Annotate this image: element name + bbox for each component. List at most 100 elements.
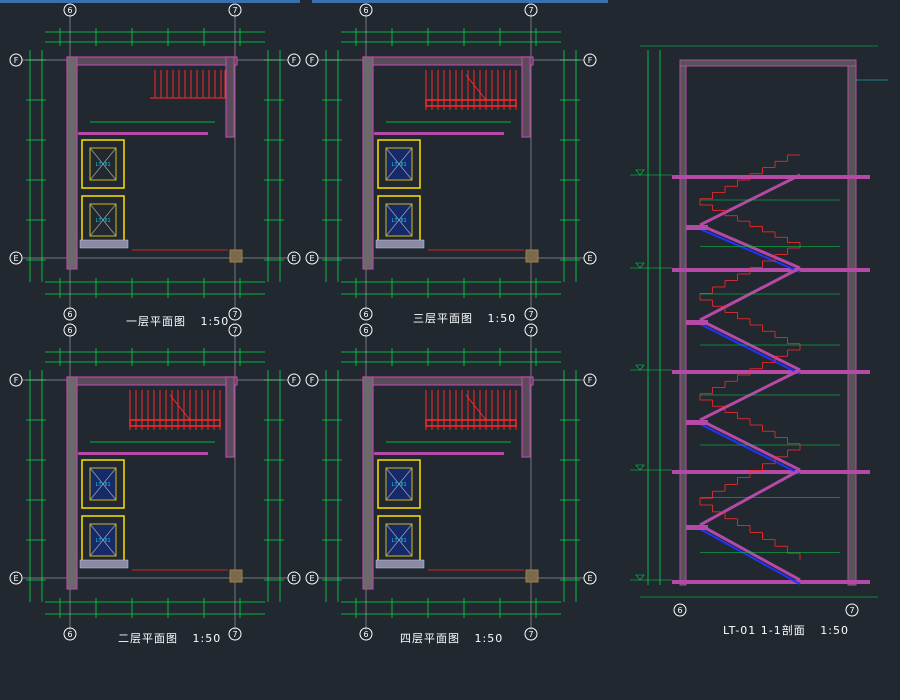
plan-2f-wall-right bbox=[225, 376, 235, 458]
plan-1f-bubble-bot-6-circle bbox=[63, 307, 77, 321]
plan-2f-bubble-top-6-circle bbox=[63, 323, 77, 337]
section-level-mark-3 bbox=[635, 464, 645, 471]
plan-2f-stair-arrow bbox=[169, 394, 191, 421]
plan-1f-bubble-right-e-circle bbox=[287, 251, 301, 265]
plan-3f-bubble-left-e: E bbox=[305, 251, 319, 265]
plan-3f-bubble-right-e-label: E bbox=[587, 254, 592, 263]
plan-1f-bubble-left-f-circle bbox=[9, 53, 23, 67]
plan-4f-stair-arrow bbox=[465, 394, 487, 421]
plan-2f-bubble-bot-6: 6 bbox=[63, 627, 77, 641]
plan-3f-bubble-bot-7-label: 7 bbox=[528, 310, 533, 319]
plan-1f-bubble-bot-6-label: 6 bbox=[67, 310, 72, 319]
plan-4f-bubble-left-e-circle bbox=[305, 571, 319, 585]
plan-1f-wall-top bbox=[66, 56, 238, 66]
plan-title-1f-name: 一层平面图 bbox=[126, 315, 186, 328]
section-flight-shade-7 bbox=[699, 528, 801, 585]
plan-3f-bubble-left-f: F bbox=[305, 53, 319, 67]
plan-4f-bubble-right-f-circle bbox=[583, 373, 597, 387]
section-floor-1 bbox=[672, 268, 870, 272]
plan-4f-bubble-top-7-circle bbox=[524, 323, 538, 337]
plan-3f-bubble-left-f-label: F bbox=[310, 56, 315, 65]
section-bubble-6: 6 bbox=[673, 603, 687, 617]
section-bubble-7-circle bbox=[845, 603, 859, 617]
section-wall-left bbox=[679, 59, 687, 586]
plan-1f-bubble-top-7-circle bbox=[228, 3, 242, 17]
plan-title-4f: 四层平面图 1:50 bbox=[400, 630, 503, 646]
plan-title-1f: 一层平面图 1:50 bbox=[126, 313, 229, 329]
plan-title-2f: 二层平面图 1:50 bbox=[118, 630, 221, 646]
plan-4f-bubble-left-f-circle bbox=[305, 373, 319, 387]
section-landing-2 bbox=[686, 420, 708, 425]
plan-3f-bubble-right-e: E bbox=[583, 251, 597, 265]
plan-3f-wall-left bbox=[362, 56, 374, 270]
plan-1f-bubble-top-7: 7 bbox=[228, 3, 242, 17]
plan-title-2f-scale: 1:50 bbox=[192, 632, 222, 645]
plan-4f-column-corner bbox=[525, 569, 539, 583]
plan-2f-column-corner bbox=[229, 569, 243, 583]
plan-3f-column-corner bbox=[525, 249, 539, 263]
plan-2f-bubble-right-e-label: E bbox=[291, 574, 296, 583]
plan-3f-bubble-top-7-label: 7 bbox=[528, 6, 533, 15]
plan-4f-bubble-left-f-label: F bbox=[310, 376, 315, 385]
plan-2f-bubble-left-f: F bbox=[9, 373, 23, 387]
section-level-mark-4 bbox=[635, 574, 645, 581]
plan-4f-bubble-bot-6: 6 bbox=[359, 627, 373, 641]
plan-3f-stair-rail bbox=[425, 99, 517, 107]
plan-3f-bubble-left-f-circle bbox=[305, 53, 319, 67]
plan-2f-bubble-left-e-label: E bbox=[13, 574, 18, 583]
plan-1f-bubble-right-f: F bbox=[287, 53, 301, 67]
plan-1f-bubble-bot-7-circle bbox=[228, 307, 242, 321]
plan-title-4f-scale: 1:50 bbox=[474, 632, 504, 645]
plan-2f-bubble-top-7: 7 bbox=[228, 323, 242, 337]
plan-title-3f-name: 三层平面图 bbox=[413, 312, 473, 325]
plan-4f-elevator-pit bbox=[375, 559, 425, 569]
section-landing-3 bbox=[686, 525, 708, 530]
section-bubble-7-label: 7 bbox=[849, 606, 854, 615]
plan-4f-bubble-bot-7-label: 7 bbox=[528, 630, 533, 639]
plan-1f-bubble-left-f-label: F bbox=[14, 56, 19, 65]
plan-1f-column-corner bbox=[229, 249, 243, 263]
plan-1f-bubble-left-e-circle bbox=[9, 251, 23, 265]
plan-3f-bubble-top-7-circle bbox=[524, 3, 538, 17]
plan-3f-bubble-top-6: 6 bbox=[359, 3, 373, 17]
section-bubble-6-label: 6 bbox=[677, 606, 682, 615]
plan-4f-elevator-0 bbox=[377, 459, 421, 509]
section-landing-1 bbox=[686, 320, 708, 325]
plan-3f-bubble-left-e-label: E bbox=[309, 254, 314, 263]
plan-3f-elevator-0 bbox=[377, 139, 421, 189]
plan-1f-bubble-left-e-label: E bbox=[13, 254, 18, 263]
plan-3f-bubble-bot-7-circle bbox=[524, 307, 538, 321]
plan-1f-bubble-right-f-label: F bbox=[292, 56, 297, 65]
plan-4f-bubble-left-e-label: E bbox=[309, 574, 314, 583]
plan-1f-elevator-tag-0: LT-01 bbox=[95, 162, 110, 168]
plan-3f-bubble-right-f-circle bbox=[583, 53, 597, 67]
plan-3f-bubble-bot-6: 6 bbox=[359, 307, 373, 321]
plan-2f-bubble-right-f-label: F bbox=[292, 376, 297, 385]
plan-1f-bubble-top-6-label: 6 bbox=[67, 6, 72, 15]
plan-4f-bubble-right-e: E bbox=[583, 571, 597, 585]
plan-title-1f-scale: 1:50 bbox=[200, 315, 230, 328]
plan-3f-bubble-top-6-circle bbox=[359, 3, 373, 17]
plan-1f-bubble-right-e-label: E bbox=[291, 254, 296, 263]
plan-2f-bubble-left-f-label: F bbox=[14, 376, 19, 385]
plan-2f-bubble-right-e: E bbox=[287, 571, 301, 585]
plan-1f-bubble-left-f: F bbox=[9, 53, 23, 67]
section-title-name: LT-01 1-1剖面 bbox=[723, 624, 806, 637]
plan-3f-elevator-x2-1 bbox=[385, 203, 413, 237]
section-title-scale: 1:50 bbox=[820, 624, 849, 637]
plan-title-4f-name: 四层平面图 bbox=[400, 632, 460, 645]
plan-3f-stair-arrow bbox=[465, 74, 487, 101]
plan-1f-wall-left bbox=[66, 56, 78, 270]
plan-4f-bubble-top-6-label: 6 bbox=[363, 326, 368, 335]
plan-1f-wall-mid bbox=[78, 132, 208, 135]
plan-4f-elevator-x2-0 bbox=[385, 467, 413, 501]
section-bubble-7: 7 bbox=[845, 603, 859, 617]
plan-4f-bubble-left-f: F bbox=[305, 373, 319, 387]
plan-4f-wall-mid bbox=[374, 452, 504, 455]
plan-3f-bubble-right-f: F bbox=[583, 53, 597, 67]
plan-4f-bubble-right-f: F bbox=[583, 373, 597, 387]
plan-title-3f: 三层平面图 1:50 bbox=[413, 310, 516, 326]
plan-3f-elevator-tag-0: LT-01 bbox=[391, 162, 406, 168]
